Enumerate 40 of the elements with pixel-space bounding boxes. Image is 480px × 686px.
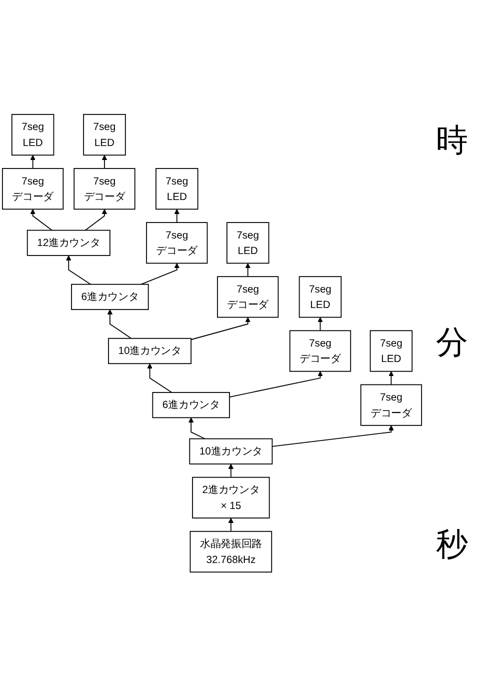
arrow — [228, 463, 234, 478]
arrow — [84, 208, 108, 230]
node-box: 水晶発振回路 32.768kHz — [190, 530, 272, 572]
node-box: 10進カウンタ — [189, 438, 273, 464]
node-box: 6進カウンタ — [71, 284, 149, 310]
arrow — [107, 309, 132, 339]
node-box: 12進カウンタ — [26, 230, 110, 256]
node-box: 7seg LED — [83, 114, 126, 156]
arrow — [272, 424, 394, 447]
node-box: 7seg デコーダ — [146, 222, 208, 264]
node-box: 6進カウンタ — [152, 392, 230, 418]
node-box: 7seg デコーダ — [74, 168, 136, 210]
arrow — [245, 262, 250, 277]
node-box: 7seg LED — [298, 276, 342, 318]
arrow — [188, 417, 206, 439]
arrow — [174, 208, 180, 223]
arrow — [30, 208, 52, 230]
node-box: 7seg デコーダ — [2, 168, 64, 210]
arrow — [102, 154, 108, 169]
arrow — [140, 262, 180, 285]
node-box: 7seg LED — [226, 222, 270, 264]
arrow — [229, 370, 323, 398]
node-box: 10進カウンタ — [108, 338, 192, 364]
arrow — [147, 363, 172, 393]
arrow — [190, 316, 250, 340]
node-box: 7seg LED — [156, 168, 198, 210]
arrow — [66, 254, 92, 285]
arrow — [30, 154, 36, 169]
node-box: 7seg デコーダ — [217, 276, 279, 318]
node-box: 2進カウンタ × 15 — [192, 476, 270, 518]
section-label: 時 — [436, 121, 468, 160]
section-label: 秒 — [436, 525, 468, 564]
node-box: 7seg デコーダ — [360, 384, 422, 426]
node-box: 7seg LED — [11, 114, 54, 156]
arrow — [388, 370, 394, 385]
section-label: 分 — [436, 323, 468, 362]
arrow — [318, 316, 323, 331]
node-box: 7seg デコーダ — [289, 330, 352, 372]
arrow — [228, 518, 234, 532]
node-box: 7seg LED — [370, 330, 413, 372]
